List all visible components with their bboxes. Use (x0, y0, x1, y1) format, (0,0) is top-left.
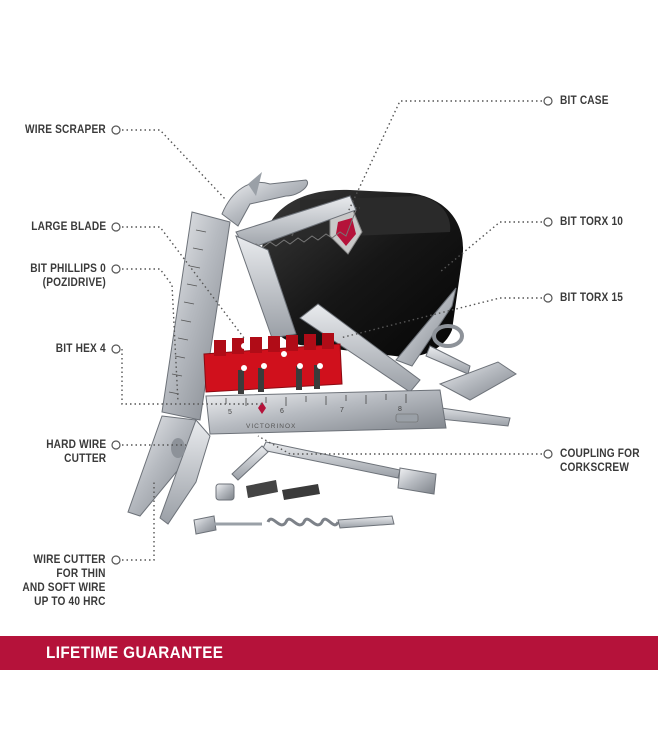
pliers-top-jaw (221, 172, 308, 227)
guarantee-banner: LIFETIME GUARANTEE (0, 636, 658, 670)
file-blade (299, 303, 421, 393)
banner-text: LIFETIME GUARANTEE (46, 643, 224, 662)
corkscrew (193, 515, 395, 535)
bit-case-red (203, 333, 343, 394)
ruler-number: 5 (228, 409, 232, 416)
tool-point-dots (241, 343, 323, 371)
label-wire-cutter-thin: WIRE CUTTER FOR THIN AND SOFT WIRE UP TO… (22, 554, 107, 608)
label-bit-torx-15: BIT TORX 15 (560, 292, 624, 304)
label-bit-torx-10: BIT TORX 10 (560, 216, 624, 228)
label-markers (111, 96, 553, 565)
left-handle (161, 211, 231, 421)
ruler-number: 6 (280, 408, 284, 415)
label-wire-scraper: WIRE SCRAPER (25, 124, 106, 136)
label-bit-phillips: BIT PHILLIPS 0 (POZIDRIVE) (30, 263, 106, 289)
label-coupling-corkscrew: COUPLING FOR CORKSCREW (560, 448, 640, 474)
pliers-jaws (127, 415, 211, 525)
ruler-number: 8 (398, 406, 402, 413)
loose-bits (246, 480, 320, 500)
leader-lines (121, 100, 542, 561)
main-handle: 5 6 7 8 VICTORINOX (205, 389, 447, 435)
label-bit-hex: BIT HEX 4 (56, 343, 106, 355)
label-hard-wire-cutter: HARD WIRE CUTTER (45, 439, 106, 465)
brand-engraving: VICTORINOX (246, 423, 296, 430)
ruler-number: 7 (340, 407, 344, 414)
large-blade (235, 235, 297, 339)
label-large-blade: LARGE BLADE (30, 221, 106, 233)
coupling-corkscrew (215, 441, 437, 501)
label-bit-case: BIT CASE (560, 95, 609, 107)
